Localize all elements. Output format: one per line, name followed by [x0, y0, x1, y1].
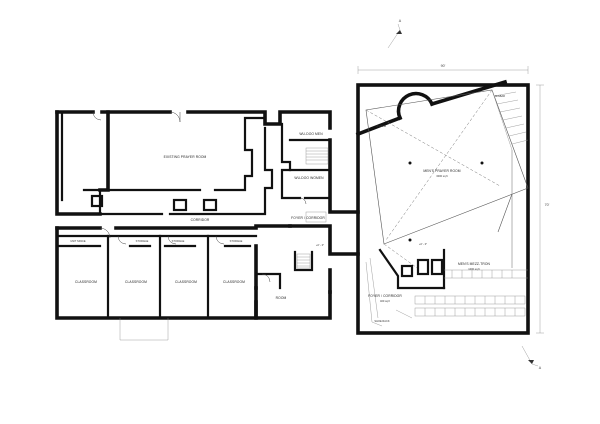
label-womens-mezzanine-area: 1000 sq ft [468, 267, 480, 271]
existing-building [55, 110, 360, 341]
label-level-2: +0' - 0" [419, 242, 427, 246]
label-corridor: CORRIDOR [191, 218, 210, 222]
label-existing-prayer-room: EXISTING PRAYER ROOM [164, 155, 207, 159]
label-womens-mezzanine: MEN'S MEZZ-TRON [458, 262, 491, 266]
label-wudu-men: WU-DOO MEN [299, 132, 323, 136]
label-minbar: MINBAR [495, 94, 505, 98]
label-mens-prayer-area: 3000 sq ft [436, 174, 448, 178]
section-marker-top: A [387, 19, 402, 49]
new-building [355, 66, 544, 335]
label-mens-prayer-room: MEN'S PRAYER ROOM [423, 169, 460, 173]
label-storage-2: STORAGE [172, 239, 185, 243]
label-classroom-4: CLASSROOM [223, 280, 245, 284]
label-foyer-corridor-2-area: 400 sq ft [380, 299, 390, 303]
label-foyer-corridor: FOYER / CORRIDOR [291, 216, 325, 220]
label-unit-space: UNIT SPACE [70, 239, 86, 243]
section-marker-bottom-label: A [539, 366, 542, 370]
label-storage-3: STORAGE [230, 239, 243, 243]
label-classroom-2: CLASSROOM [125, 280, 147, 284]
label-classroom-1: CLASSROOM [75, 280, 97, 284]
dimension-side: 70' [545, 203, 550, 207]
section-marker-bottom: A [521, 345, 542, 370]
label-level-1: +0' - 0" [316, 243, 324, 247]
section-marker-top-label: A [399, 19, 402, 23]
label-classroom-3: CLASSROOM [175, 280, 197, 284]
label-shoe-rack: SHOE RACK [374, 319, 390, 323]
label-foyer-corridor-2: FOYER / CORRIDOR [368, 294, 402, 298]
label-mihrab: MIHRAB [376, 124, 386, 128]
label-storage-1: STORAGE [136, 239, 149, 243]
label-room: ROOM [276, 296, 287, 300]
dimension-top: 90' [441, 64, 446, 68]
label-wudu-women: WU-DOO WOMEN [294, 176, 324, 180]
